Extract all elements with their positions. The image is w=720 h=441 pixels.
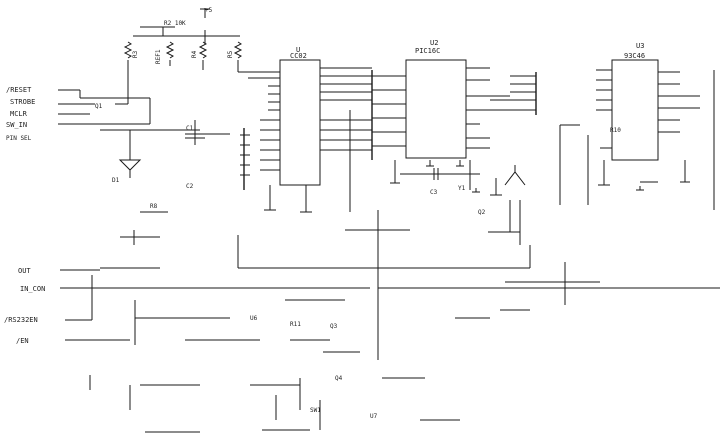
d1-label: D1 [112, 177, 120, 184]
bus-u1-u2 [240, 67, 406, 212]
crystal-caps [400, 160, 526, 245]
vcc-label: +5 [205, 7, 213, 14]
net-rs232-en: /RS232EN [4, 316, 38, 324]
q4-label: Q4 [335, 375, 343, 382]
ref1-label: REF1 [155, 49, 162, 64]
u1-part: CC02 [290, 52, 307, 60]
r10-label: R10 [610, 127, 621, 134]
c1-label: C1 [186, 125, 194, 132]
net-reset-top: /RESET [6, 86, 32, 94]
lower-wiring [60, 210, 720, 433]
r4-label: R4 [191, 50, 198, 58]
u3-part: 93C46 [624, 52, 645, 60]
xtal-label: Y1 [458, 185, 466, 192]
sw1-label: SW1 [310, 407, 321, 414]
u1-ref: U [296, 46, 300, 54]
r-top-label: R2 10K [164, 20, 186, 27]
ground-symbols [426, 160, 644, 193]
q1-label: Q1 [95, 103, 103, 110]
u2-ic [390, 59, 510, 184]
u7-label: U7 [370, 413, 378, 420]
r5-label: R5 [227, 50, 234, 58]
net-in-con: IN_CON [20, 285, 45, 293]
net-out: OUT [18, 267, 31, 275]
net-mclr: MCLR [10, 110, 28, 118]
u3-ref: U3 [636, 42, 644, 50]
u1-ic [260, 59, 340, 213]
supply-resistor-network [123, 8, 262, 79]
r8-label: R8 [150, 203, 158, 210]
r11-label: R11 [290, 321, 301, 328]
bus-u2-u3 [490, 72, 589, 205]
r3-label: R3 [132, 50, 139, 58]
c2-label: C2 [186, 183, 194, 190]
u3-ic [596, 59, 715, 210]
u6-label: U6 [250, 315, 258, 322]
net-strobe: STROBE [10, 98, 35, 106]
net-pinsel: PIN SEL [6, 135, 32, 142]
c3-label: C3 [430, 189, 438, 196]
net-sw-in: SW_IN [6, 121, 27, 129]
q3-label: Q3 [330, 323, 338, 330]
u2-ref: U2 [430, 39, 438, 47]
u2-part: PIC16C [415, 47, 440, 55]
q2-label: Q2 [478, 209, 486, 216]
left-input-wires [58, 75, 230, 178]
net-en: /EN [16, 337, 29, 345]
